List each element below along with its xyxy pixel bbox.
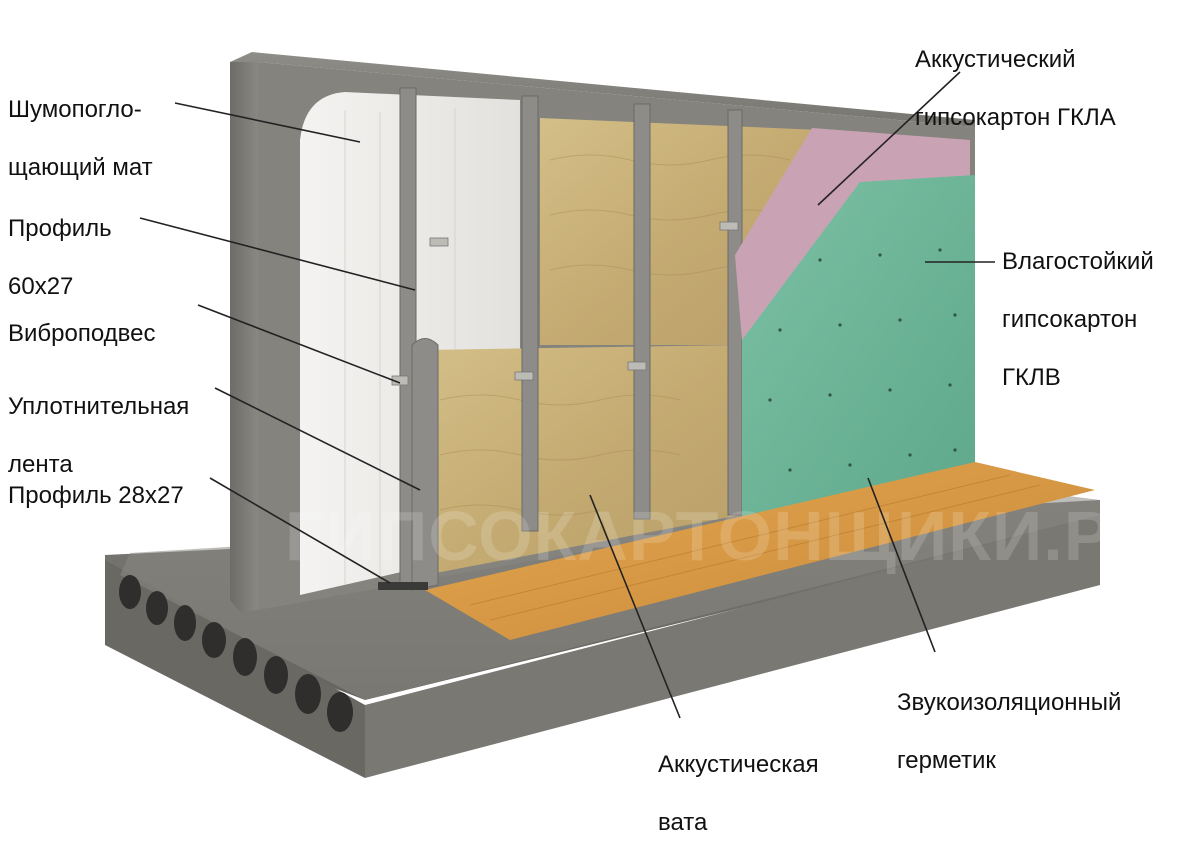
label-line: гипсокартон bbox=[1002, 306, 1138, 333]
slab-hollow-cores bbox=[119, 575, 353, 732]
label-line: ГКЛВ bbox=[1002, 364, 1061, 391]
leader-profile-60 bbox=[139, 217, 416, 291]
leader-gkla bbox=[817, 71, 961, 206]
leader-vibro bbox=[197, 304, 401, 384]
label-vibro-hanger: Виброподвес bbox=[8, 290, 156, 377]
label-line: Профиль 28х27 bbox=[8, 482, 184, 509]
label-line: Влагостойкий bbox=[1002, 248, 1154, 275]
label-moisture-resistant-gypsum-board: Влагостойкий гипсокартон ГКЛВ bbox=[1002, 218, 1154, 421]
leader-wool bbox=[589, 494, 681, 719]
label-profile-60x27: Профиль 60х27 bbox=[8, 185, 112, 330]
label-line: Аккустическая bbox=[658, 751, 819, 778]
wall-soundproofing-diagram: ГИПСОКАРТОНЩИКИ.РФ bbox=[105, 52, 1171, 778]
profiles-60x27 bbox=[399, 87, 743, 591]
leader-lines bbox=[139, 71, 995, 719]
label-line: Уплотнительная bbox=[8, 393, 190, 420]
wooden-floor bbox=[425, 462, 1095, 640]
leader-profile-28 bbox=[209, 477, 391, 584]
label-acoustic-wool: Аккустическая вата bbox=[658, 721, 819, 866]
label-profile-28x27: Профиль 28х27 bbox=[8, 452, 184, 539]
label-line: Профиль bbox=[8, 215, 112, 242]
label-line: гипсокартон ГКЛА bbox=[915, 104, 1116, 131]
sealing-tape bbox=[378, 582, 428, 590]
label-line: щающий мат bbox=[8, 154, 153, 181]
label-acoustic-sealant: Звукоизоляционный герметик bbox=[897, 659, 1121, 804]
label-line: Звукоизоляционный bbox=[897, 689, 1122, 716]
label-sealing-tape: Уплотнительная лента bbox=[8, 363, 189, 508]
label-line: вата bbox=[658, 809, 708, 836]
label-line: Шумопогло- bbox=[8, 96, 142, 123]
leader-noise-mat bbox=[174, 102, 361, 143]
leader-seal-tape bbox=[214, 387, 421, 491]
label-line: Аккустический bbox=[915, 46, 1076, 73]
label-line: 60х27 bbox=[8, 273, 74, 300]
gypsum-board-gklv bbox=[742, 175, 975, 518]
vibro-hangers bbox=[391, 221, 739, 386]
label-noise-absorbing-mat: Шумопогло- щающий мат bbox=[8, 66, 153, 211]
watermark: ГИПСОКАРТОНЩИКИ.РФ bbox=[285, 497, 1171, 575]
label-acoustic-gypsum-board: Аккустический гипсокартон ГКЛА bbox=[915, 16, 1116, 161]
label-line: лента bbox=[8, 451, 73, 478]
label-line: герметик bbox=[897, 747, 996, 774]
label-line: Виброподвес bbox=[8, 320, 156, 347]
leader-sealant bbox=[867, 477, 936, 653]
